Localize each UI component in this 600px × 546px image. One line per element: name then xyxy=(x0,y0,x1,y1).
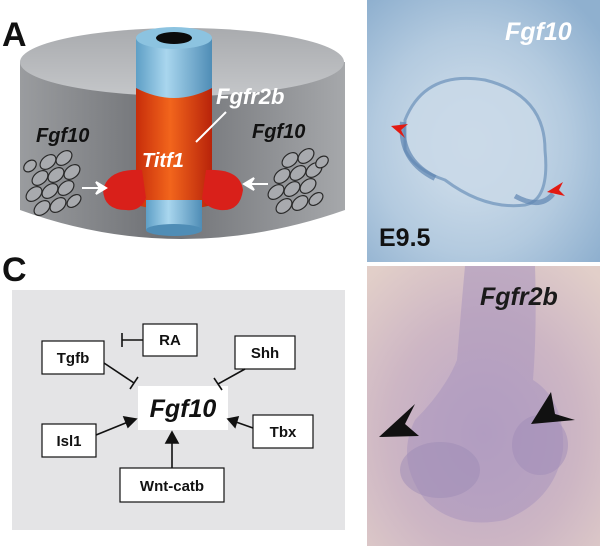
label-titf1: Titf1 xyxy=(142,150,184,172)
bud-left xyxy=(103,169,146,211)
mesenchyme-left xyxy=(23,150,82,216)
fgfr2b-pointer xyxy=(195,111,227,143)
mesenchyme-right xyxy=(267,148,329,214)
label-b-stage: E9.5 xyxy=(379,224,431,252)
label-b-fgf10: Fgf10 xyxy=(505,18,572,46)
ra-label: RA xyxy=(159,332,181,349)
shh-box xyxy=(234,335,296,370)
panel-c-regulation-diagram: Fgf10 RA Tgfb Shh Isl1 Tbx Wnt-catb xyxy=(12,290,345,530)
shh-label: Shh xyxy=(251,345,279,362)
black-arrowhead-left xyxy=(379,404,419,437)
tube-red-section xyxy=(136,88,212,210)
tbx-label: Tbx xyxy=(270,424,297,441)
fgf10-tissue xyxy=(403,76,548,208)
label-b-fgfr2b: Fgfr2b xyxy=(480,283,558,311)
label-fgfr2b: Fgfr2b xyxy=(216,84,284,109)
black-arrowhead-right xyxy=(531,392,575,424)
label-fgf10-right: Fgf10 xyxy=(252,121,305,143)
tbx-box xyxy=(252,414,314,449)
wnt-label: Wnt-catb xyxy=(140,478,204,495)
center-fgf10-label: Fgf10 xyxy=(150,395,217,423)
isl1-label: Isl1 xyxy=(56,433,81,450)
isl1-box xyxy=(41,423,97,458)
label-fgf10-left: Fgf10 xyxy=(36,125,89,147)
center-fgf10-box xyxy=(138,386,228,430)
red-arrowhead-right xyxy=(547,182,565,196)
arrow-right-to-bud xyxy=(242,177,268,191)
panel-c-letter: C xyxy=(2,251,27,289)
panel-a-diagram: Fgf10 Fgf10 Fgfr2b Titf1 xyxy=(20,27,345,239)
tgfb-label: Tgfb xyxy=(57,350,89,367)
panel-a-letter: A xyxy=(2,16,27,54)
tube-lumen xyxy=(156,32,192,44)
wnt-box xyxy=(119,467,225,503)
activation-edges xyxy=(95,415,254,468)
tgfb-box xyxy=(41,340,105,375)
bud-right xyxy=(202,169,243,211)
red-arrowhead-left xyxy=(391,124,408,138)
inhibition-edges xyxy=(103,333,246,391)
arrow-left-to-bud xyxy=(82,181,108,195)
panel-b-photos: Fgf10 E9.5 Fgfr2b xyxy=(365,0,600,546)
tube-bottom xyxy=(146,224,202,236)
